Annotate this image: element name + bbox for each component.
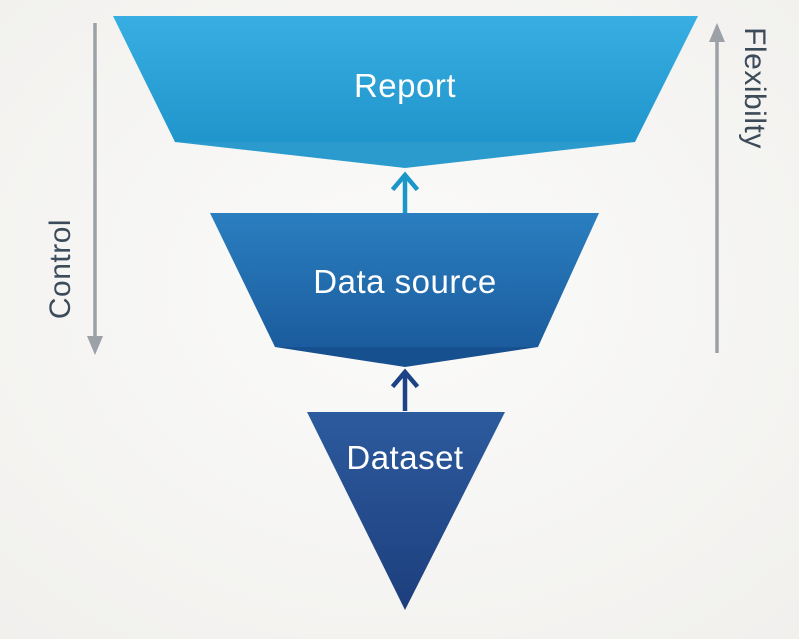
- up-arrow-dataset-to-datasource: [390, 368, 420, 411]
- funnel-level-dataset: Dataset: [307, 412, 505, 610]
- up-arrow-head-icon: [390, 171, 420, 192]
- dataset-label: Dataset: [346, 439, 463, 476]
- control-axis: Control: [44, 23, 103, 355]
- datasource-label: Data source: [313, 263, 496, 300]
- control-label: Control: [44, 219, 77, 319]
- funnel-level-report: Report: [113, 16, 698, 168]
- report-shape: [113, 16, 698, 142]
- up-arrow-head-icon: [709, 23, 725, 42]
- funnel-level-datasource: Data source: [210, 213, 599, 367]
- datasource-shape-fold: [275, 347, 538, 367]
- up-arrow-datasource-to-report: [390, 171, 420, 214]
- down-arrow-head-icon: [87, 336, 103, 355]
- report-label: Report: [354, 67, 456, 104]
- dataset-shape: [307, 412, 505, 610]
- datasource-shape: [210, 213, 599, 347]
- flexibility-label: Flexibilty: [738, 27, 771, 149]
- up-arrow-head-icon: [390, 368, 420, 389]
- flexibility-axis: Flexibilty: [709, 23, 771, 353]
- report-shape-fold: [175, 142, 635, 168]
